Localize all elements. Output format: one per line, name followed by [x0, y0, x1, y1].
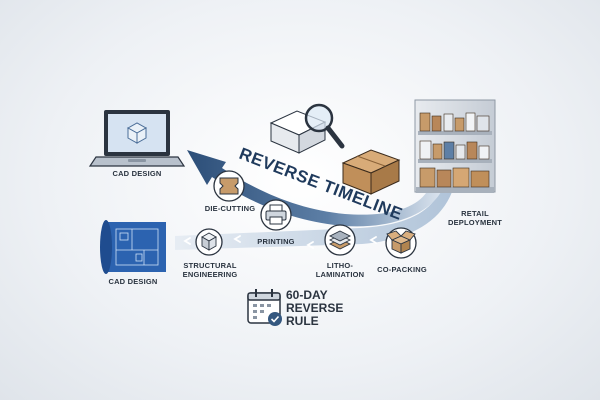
rule-line-2: REVERSE — [286, 301, 344, 316]
die-cut-icon — [213, 170, 245, 202]
label-structural-engineering: STRUCTURAL ENGINEERING — [182, 261, 238, 279]
rule-line-3: RULE — [286, 314, 319, 329]
label-retail-deployment: RETAIL DEPLOYMENT — [447, 209, 503, 227]
label-printing: PRINTING — [257, 237, 295, 246]
label-cad-design-laptop: CAD DESIGN — [112, 169, 162, 178]
magnifier-icon — [269, 103, 345, 154]
label-co-packing: CO-PACKING — [377, 265, 427, 274]
sixty-day-rule-text: 60-DAY REVERSE RULE — [286, 288, 406, 329]
retail-shelf-icon — [414, 99, 496, 193]
shipping-box-icon — [341, 149, 401, 195]
cube-icon — [195, 228, 223, 256]
printer-icon — [260, 199, 292, 231]
blueprint-icon — [100, 220, 166, 274]
label-cad-design-blueprint: CAD DESIGN — [108, 277, 158, 286]
laptop-cube-icon — [88, 110, 186, 167]
lower-timeline-band — [175, 190, 452, 250]
sheets-icon — [324, 224, 356, 256]
flow-chevrons — [183, 235, 377, 249]
rule-line-1: 60-DAY — [286, 288, 328, 302]
label-litho-lamination: LITHO- LAMINATION — [315, 261, 365, 279]
calendar-check-icon — [247, 289, 282, 326]
label-die-cutting: DIE-CUTTING — [204, 204, 256, 213]
open-box-icon — [385, 227, 417, 259]
